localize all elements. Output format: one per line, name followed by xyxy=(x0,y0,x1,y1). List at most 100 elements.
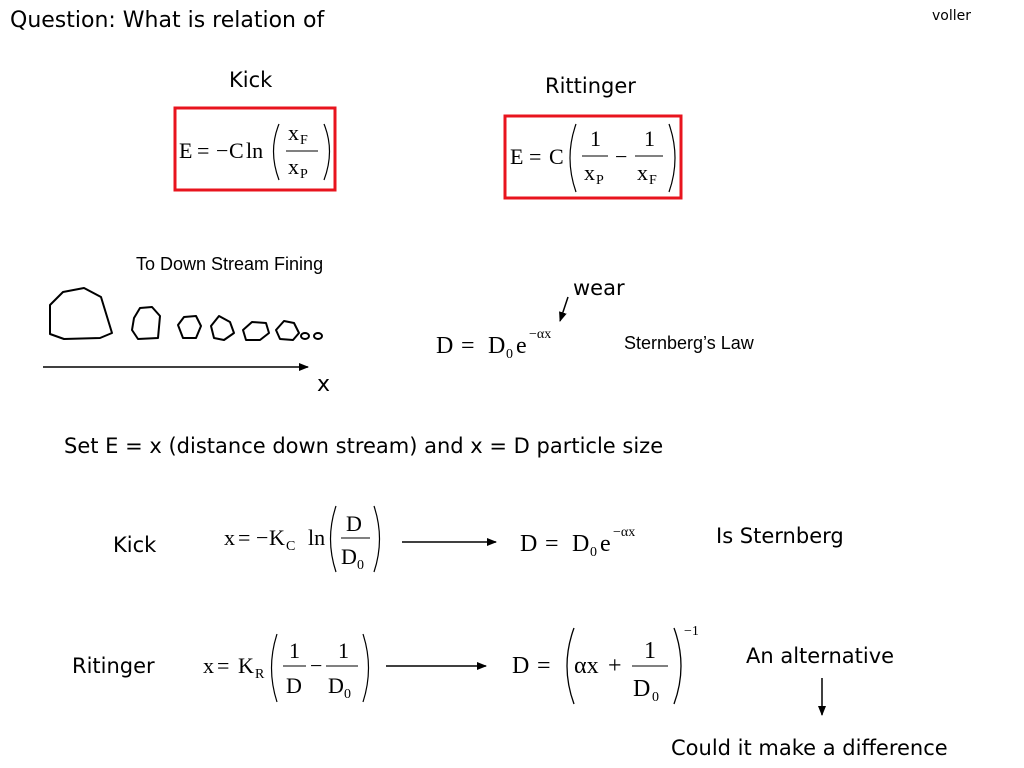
kickres-eq-d0-sub: 0 xyxy=(590,545,597,560)
stern-eq-d0: D xyxy=(488,333,505,359)
ritt-eq-one-b: 1 xyxy=(644,126,655,151)
rittres-eq-plus: + xyxy=(608,653,622,679)
rittx-eq-equals: = xyxy=(217,653,229,678)
kick-eq-minus: − xyxy=(216,138,228,163)
kickx-eq-x: x xyxy=(224,525,235,550)
kick-eq-den: x xyxy=(288,154,299,179)
kickx-eq-right-paren xyxy=(373,505,381,573)
ritt-eq-den-b: x xyxy=(637,160,648,185)
pebble-sequence xyxy=(49,287,323,341)
pebble-8 xyxy=(313,332,323,340)
pebble-5 xyxy=(242,321,270,341)
kick-eq-den-sub: P xyxy=(300,167,308,182)
rittres-eq-right-paren xyxy=(673,627,682,705)
rittres-eq-ax: αx xyxy=(574,653,599,679)
rittres-eq-d: D xyxy=(512,653,529,679)
kick-eq-lhs: E xyxy=(179,138,192,163)
kickx-eq-den-sub: 0 xyxy=(357,558,364,573)
wear-label: wear xyxy=(573,276,625,300)
slide-title: Question: What is relation of xyxy=(10,8,325,33)
rittx-eq-left-paren xyxy=(270,633,278,703)
ritinger-row-equation: x = K R 1 D − 1 D 0 xyxy=(203,633,370,703)
rittres-eq-equals: = xyxy=(537,653,551,679)
ritt-eq-minus: − xyxy=(615,144,627,169)
stern-eq-d0-sub: 0 xyxy=(506,347,513,362)
rittx-eq-right-paren xyxy=(362,633,370,703)
kickx-eq-equals: = xyxy=(238,525,250,550)
wear-pointer-arrow xyxy=(559,296,569,322)
ritt-eq-c: C xyxy=(549,144,564,169)
kick-equation: E = − C ln x F x P xyxy=(179,120,331,182)
pebble-3 xyxy=(177,315,202,339)
rittx-eq-minus: − xyxy=(310,653,322,678)
kickx-eq-k-sub: C xyxy=(286,539,295,554)
kickx-eq-minus: − xyxy=(256,525,268,550)
sternberg-equation: D = D 0 e −αx xyxy=(436,327,551,362)
rittres-eq-den: D xyxy=(633,676,650,702)
kick-eq-right-paren xyxy=(323,123,331,181)
stern-eq-exp: −αx xyxy=(529,327,551,342)
stern-eq-e: e xyxy=(516,333,527,359)
ritt-eq-equals: = xyxy=(529,144,541,169)
kickres-eq-exp: −αx xyxy=(613,525,635,540)
kickres-eq-d: D xyxy=(520,531,537,557)
kick-row-equation: x = − K C ln D D 0 xyxy=(224,505,381,573)
kick-eq-equals: = xyxy=(197,138,209,163)
ritinger-row-label: Ritinger xyxy=(72,654,155,678)
rittres-eq-den-sub: 0 xyxy=(652,690,659,705)
kick-eq-num-sub: F xyxy=(300,133,308,148)
pebble-6 xyxy=(275,320,300,341)
sternberg-law-label: Sternberg’s Law xyxy=(624,333,754,353)
could-it-matter-label: Could it make a difference xyxy=(671,736,948,760)
rittinger-equation: E = C 1 x P − 1 x F xyxy=(510,123,676,193)
kickx-eq-k: K xyxy=(269,525,285,550)
rittinger-heading: Rittinger xyxy=(545,74,636,98)
pebble-7 xyxy=(300,332,310,340)
ritt-eq-den-b-sub: F xyxy=(649,173,657,188)
stern-eq-equals: = xyxy=(461,333,475,359)
ritinger-result-equation: D = αx + 1 D 0 −1 xyxy=(512,624,699,705)
rittx-eq-k: K xyxy=(238,653,254,678)
rittx-eq-one-b: 1 xyxy=(338,638,349,663)
ritt-eq-den-a-sub: P xyxy=(596,173,604,188)
pebble-4 xyxy=(210,315,235,341)
kickx-eq-den: D xyxy=(341,544,357,569)
kickx-eq-ln: ln xyxy=(308,525,325,550)
kick-result-equation: D = D 0 e −αx xyxy=(520,525,635,560)
kickres-eq-d0: D xyxy=(572,531,589,557)
rittx-eq-x: x xyxy=(203,653,214,678)
pebble-1 xyxy=(49,287,113,340)
kick-eq-left-paren xyxy=(272,123,280,181)
stern-eq-d: D xyxy=(436,333,453,359)
rittx-eq-den-b-sub: 0 xyxy=(344,687,351,702)
rittres-eq-one: 1 xyxy=(644,638,656,664)
kick-heading: Kick xyxy=(229,68,273,92)
pebble-2 xyxy=(131,306,161,340)
an-alternative-label: An alternative xyxy=(746,644,895,668)
x-axis-label: x xyxy=(317,372,331,397)
kick-eq-c: C xyxy=(229,138,244,163)
kick-eq-num: x xyxy=(288,120,299,145)
rittinger-equation-box xyxy=(503,114,683,200)
rittres-eq-left-paren xyxy=(566,627,575,705)
ritt-eq-right-paren xyxy=(668,123,676,193)
kickx-eq-num: D xyxy=(346,511,362,536)
kickx-eq-left-paren xyxy=(329,505,337,573)
ritt-eq-one-a: 1 xyxy=(590,126,601,151)
ritt-eq-lhs: E xyxy=(510,144,523,169)
kick-equation-box xyxy=(173,106,337,192)
set-statement: Set E = x (distance down stream) and x =… xyxy=(64,434,664,458)
rittx-eq-den-b: D xyxy=(328,673,344,698)
rittx-eq-one-a: 1 xyxy=(289,638,300,663)
ritt-eq-left-paren xyxy=(569,123,577,193)
kickres-eq-e: e xyxy=(600,531,611,557)
rittx-eq-k-sub: R xyxy=(255,667,265,682)
author-name: voller xyxy=(932,8,971,24)
is-sternberg-label: Is Sternberg xyxy=(716,524,844,548)
rittres-eq-power: −1 xyxy=(684,624,699,639)
ritt-eq-den-a: x xyxy=(584,160,595,185)
kickres-eq-equals: = xyxy=(545,531,559,557)
fining-label: To Down Stream Fining xyxy=(136,254,324,274)
kick-row-label: Kick xyxy=(113,533,157,557)
